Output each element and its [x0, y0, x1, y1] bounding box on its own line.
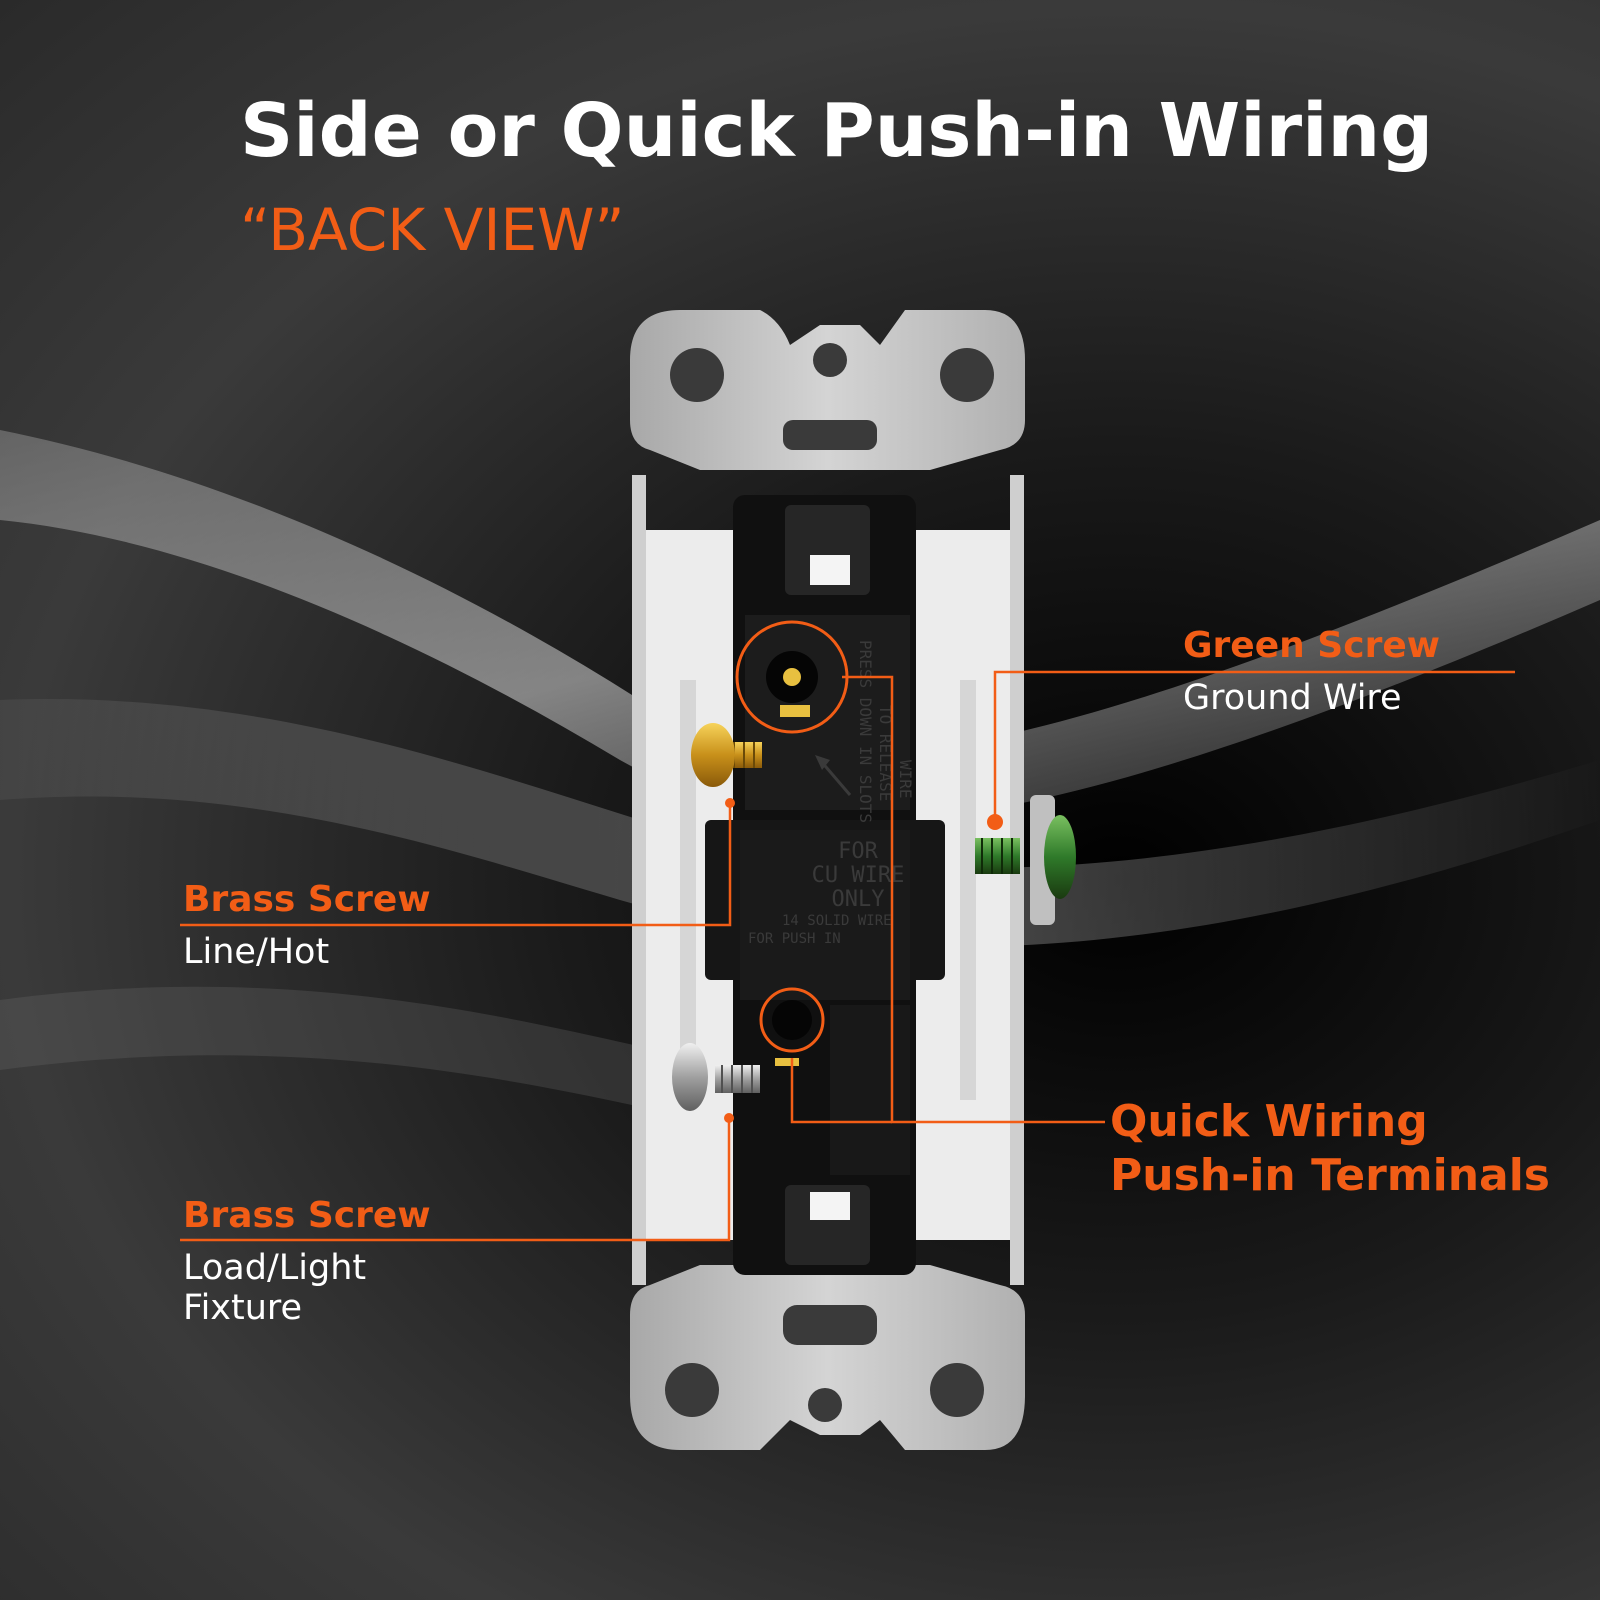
callout-green-screw: Green Screw Ground Wire: [1183, 625, 1440, 719]
push-in-heading-line1: Quick Wiring: [1110, 1096, 1428, 1147]
mounting-strap-top: [630, 310, 1025, 470]
callout-brass-line: Brass Screw Line/Hot: [183, 879, 431, 973]
push-in-heading-line2: Push-in Terminals: [1110, 1150, 1550, 1201]
silver-screw-icon: [672, 1043, 760, 1111]
leader-lines: [180, 670, 1515, 1242]
brass-load-heading: Brass Screw: [183, 1195, 431, 1236]
brass-screw-icon: [691, 723, 762, 787]
release-marking-2: TO RELEASE: [876, 705, 895, 801]
release-marking-1: PRESS DOWN IN SLOTS: [856, 640, 875, 823]
callout-push-in: Quick Wiring Push-in Terminals: [1110, 1095, 1550, 1203]
page-subtitle: “BACK VIEW”: [240, 196, 625, 264]
left-rail: [632, 475, 646, 1285]
green-screw-icon: [975, 795, 1076, 925]
page-title: Side or Quick Push-in Wiring: [240, 88, 1434, 174]
mounting-strap-bottom: [630, 1265, 1025, 1450]
gauge-marking-1: 14 SOLID WIRE: [782, 913, 892, 929]
cu-marking-1: FOR: [838, 839, 878, 864]
green-screw-heading: Green Screw: [1183, 625, 1440, 666]
green-screw-description: Ground Wire: [1183, 678, 1402, 718]
push-in-highlight-bottom: [759, 987, 825, 1053]
brass-line-heading: Brass Screw: [183, 879, 431, 920]
brass-load-description-line1: Load/Light: [183, 1248, 367, 1288]
switch-body: PRESS DOWN IN SLOTS TO RELEASE WIRE FOR …: [705, 495, 945, 1275]
brass-line-description: Line/Hot: [183, 932, 330, 972]
brass-load-description-line2: Fixture: [183, 1288, 303, 1328]
right-rail: [1010, 475, 1024, 1285]
leader-dots: [724, 798, 1003, 1123]
push-in-highlight-top: [735, 620, 849, 734]
cu-marking-2: CU WIRE: [812, 863, 905, 888]
cu-marking-3: ONLY: [832, 887, 885, 912]
gauge-marking-2: FOR PUSH IN: [748, 931, 841, 947]
callout-brass-load: Brass Screw Load/Light Fixture: [183, 1195, 431, 1329]
release-marking-3: WIRE: [896, 760, 915, 799]
